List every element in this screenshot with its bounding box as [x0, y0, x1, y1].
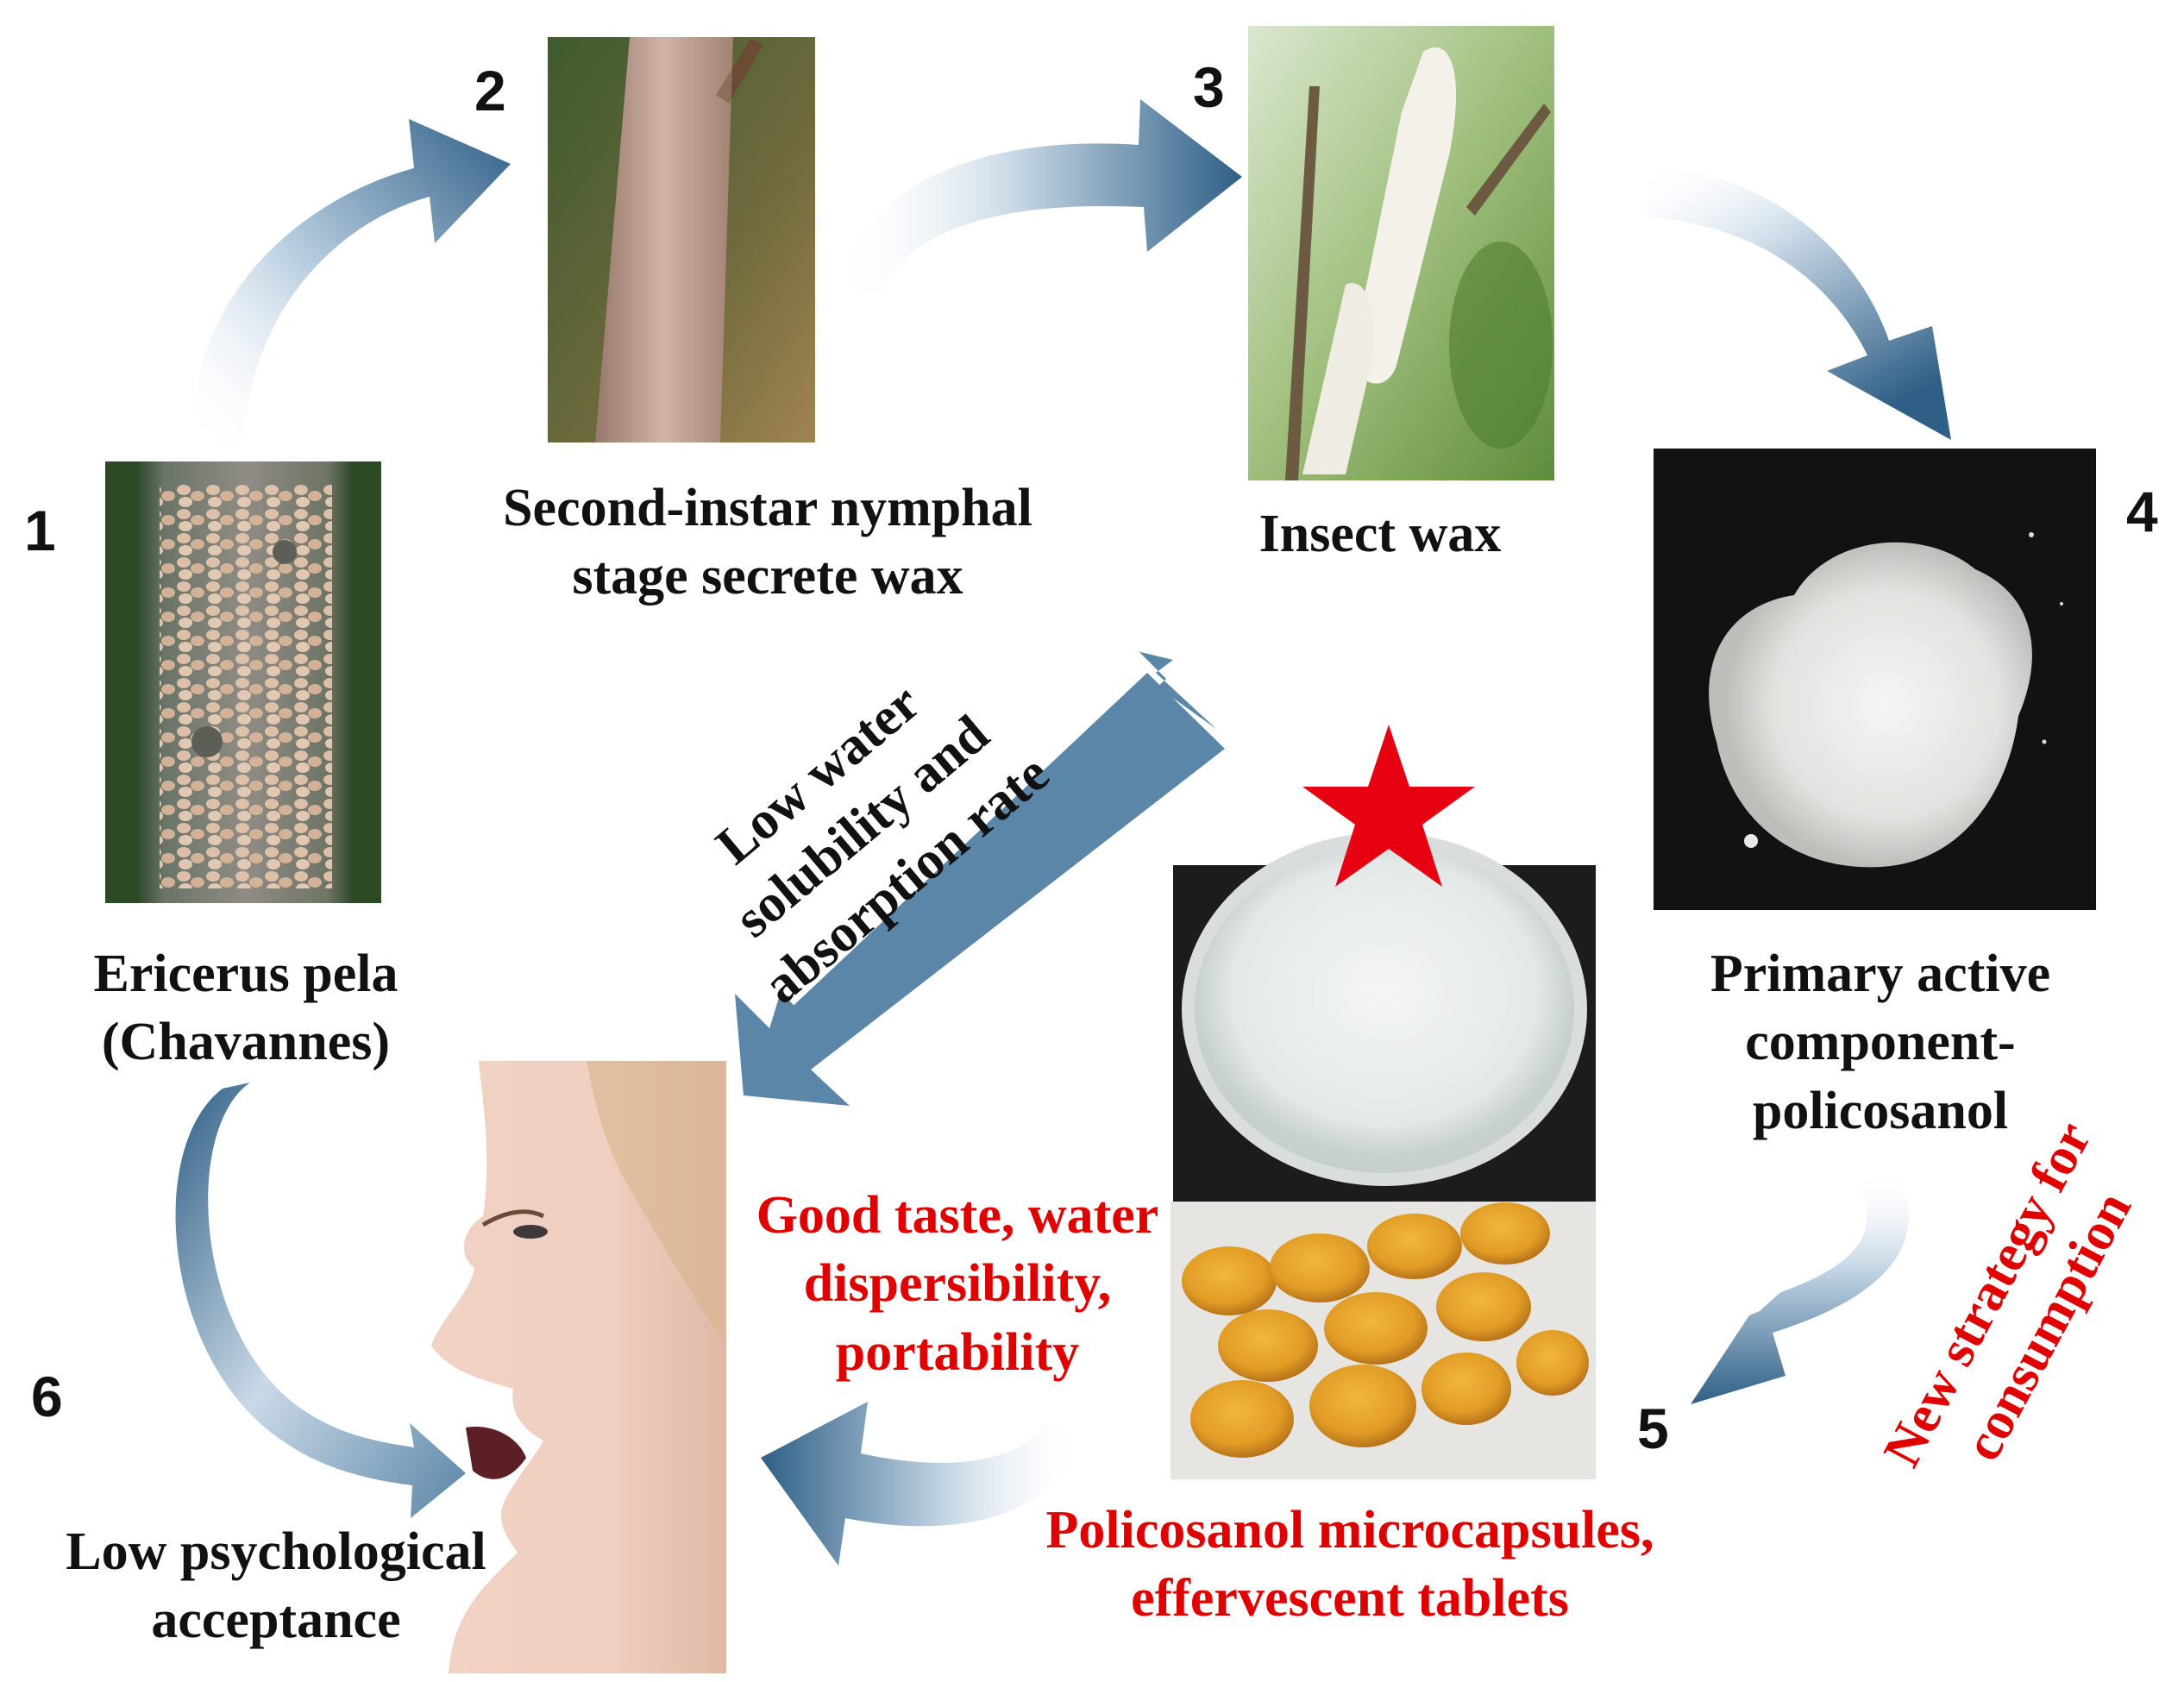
arrow-3-to-4	[1647, 164, 1951, 440]
caption-step-6-line-2: acceptance	[151, 1591, 401, 1650]
caption-step-6-line-1: Low psychological	[66, 1522, 486, 1581]
arrow-low-solubility	[735, 651, 1225, 1106]
caption-step-4-line-2: component-	[1745, 1013, 2016, 1072]
annotation-good-taste-line-2: dispersibility,	[803, 1254, 1112, 1314]
caption-step-1: Ericerus pela (Chavannes)	[17, 940, 474, 1077]
caption-step-1-line-1: Ericerus pela	[93, 945, 399, 1003]
image-microcapsule-powder-dish	[1173, 832, 1596, 1202]
image-insect-wax	[1248, 26, 1554, 480]
image-policosanol-powder	[1654, 449, 2096, 910]
caption-step-5-line-1: Policosanol microcapsules,	[1045, 1501, 1654, 1560]
arrow-4-to-5	[1691, 1169, 1909, 1404]
step-number-5: 5	[1637, 1396, 1669, 1460]
step-number-4: 4	[2126, 480, 2158, 543]
annotation-good-taste-line-1: Good taste, water	[756, 1186, 1159, 1245]
star-icon	[1302, 725, 1475, 887]
step-number-1: 1	[24, 499, 56, 562]
image-woman-face	[431, 1061, 726, 1673]
caption-step-3: Insect wax	[1190, 500, 1570, 568]
annotation-good-taste-line-3: portability	[835, 1322, 1080, 1382]
arrow-1-to-6	[175, 1083, 466, 1518]
arrow-1-to-2	[193, 119, 511, 444]
image-ericerus-pela	[105, 461, 381, 903]
image-nymph-stem	[548, 37, 815, 442]
caption-step-5-line-2: effervescent tablets	[1131, 1569, 1569, 1629]
caption-step-3-line-1: Insect wax	[1258, 505, 1502, 563]
caption-step-1-line-2: (Chavannes)	[101, 1013, 391, 1072]
arrow-2-to-3	[837, 99, 1242, 293]
image-effervescent-tablets	[1170, 1202, 1596, 1479]
annotation-good-taste: Good taste, water dispersibility, portab…	[707, 1182, 1208, 1387]
caption-step-2-line-2: stage secrete wax	[572, 547, 963, 606]
caption-step-2-line-1: Second-instar nymphal	[503, 479, 1032, 537]
arrow-5-to-6	[761, 1402, 1083, 1566]
step-number-3: 3	[1193, 55, 1225, 119]
step-number-2: 2	[474, 59, 506, 122]
caption-step-5: Policosanol microcapsules, effervescent …	[1014, 1497, 1686, 1634]
caption-step-4-line-3: policosanol	[1752, 1081, 2009, 1140]
caption-step-2: Second-instar nymphal stage secrete wax	[414, 474, 1121, 612]
step-number-6: 6	[31, 1365, 63, 1428]
caption-step-4: Primary active component- policosanol	[1622, 940, 2139, 1145]
caption-step-6: Low psychological acceptance	[0, 1518, 552, 1655]
caption-step-4-line-1: Primary active	[1710, 945, 2051, 1003]
